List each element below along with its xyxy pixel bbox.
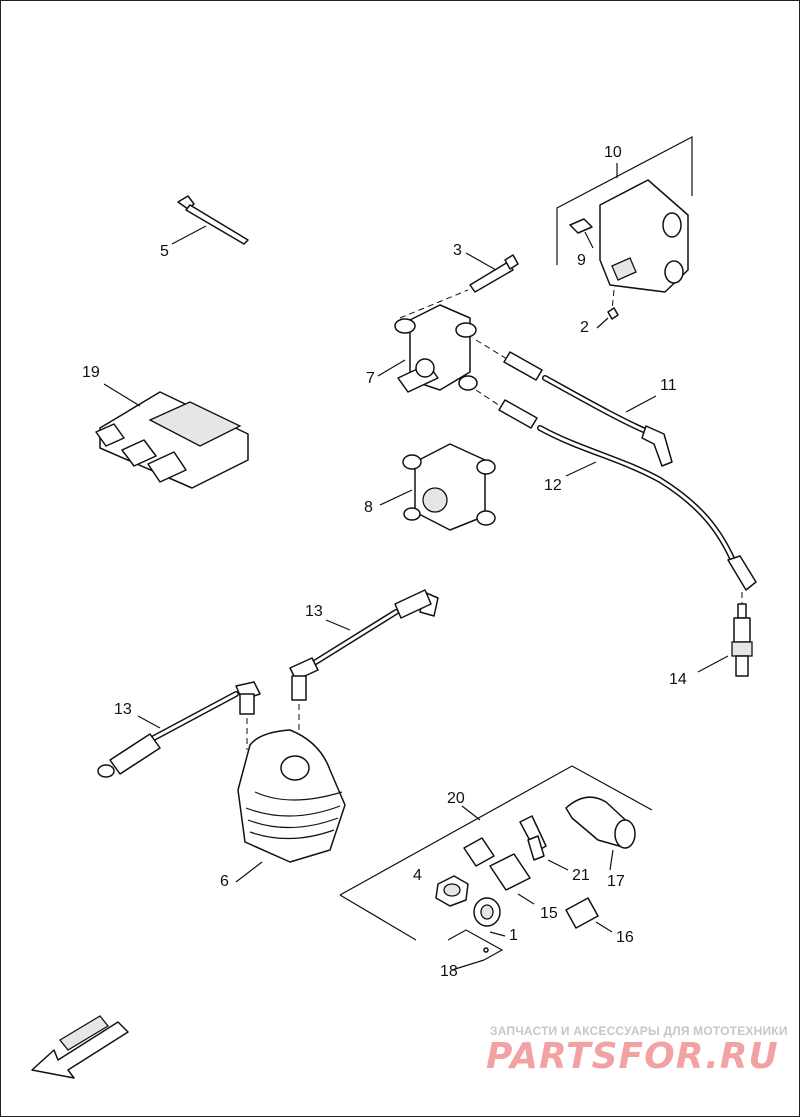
ecm-module-part xyxy=(95,383,249,489)
callout-21: 21 xyxy=(572,867,590,884)
ignition-coil-part-7 xyxy=(377,304,513,411)
ignition-coil-part-8 xyxy=(379,443,496,531)
screw-part xyxy=(399,252,519,319)
callout-19: 19 xyxy=(82,364,100,381)
grommet-part-1 xyxy=(473,897,506,953)
spark-plug-wire-13-upper xyxy=(289,589,439,750)
bracket-part-16 xyxy=(565,897,613,933)
callout-6: 6 xyxy=(220,873,229,890)
callout-8: 8 xyxy=(364,499,373,516)
bracket-18 xyxy=(447,929,504,971)
watermark-tagline: ЗАПЧАСТИ И АКСЕССУАРЫ ДЛЯ МОТОТЕХНИКИ xyxy=(490,1024,788,1038)
sensor-part-17 xyxy=(565,796,636,871)
callout-10: 10 xyxy=(604,144,622,161)
connector-part-21 xyxy=(519,815,569,871)
callout-14: 14 xyxy=(669,671,687,688)
callout-18: 18 xyxy=(440,963,458,980)
callout-16: 16 xyxy=(616,929,634,946)
spark-plug-wire-13-lower xyxy=(97,681,261,778)
front-arrow-icon xyxy=(31,1015,129,1079)
callout-11: 11 xyxy=(660,377,677,394)
spark-plug-wire-11 xyxy=(503,351,673,467)
callout-2: 2 xyxy=(580,319,589,336)
bracket-10 xyxy=(556,136,693,265)
callout-4: 4 xyxy=(413,867,422,884)
callout-20: 20 xyxy=(447,790,465,807)
ignition-coil-cover-part xyxy=(569,179,689,329)
callout-12: 12 xyxy=(544,477,562,494)
callout-7: 7 xyxy=(366,370,375,387)
cable-tie-part xyxy=(171,195,249,245)
connector-part-15 xyxy=(463,837,535,905)
callout-17: 17 xyxy=(607,873,625,890)
watermark-brand-logo: PARTSFOR.RU xyxy=(486,1036,779,1077)
nut-part-4 xyxy=(435,875,469,907)
callout-9: 9 xyxy=(577,252,586,269)
callout-5: 5 xyxy=(160,243,169,260)
kit-bracket-20 xyxy=(339,765,653,941)
callout-1: 1 xyxy=(509,927,518,944)
spark-plug-wire-12 xyxy=(498,399,757,604)
callout-13-upper: 13 xyxy=(305,603,323,620)
callout-3: 3 xyxy=(453,242,462,259)
spark-plug-part xyxy=(697,603,753,677)
callout-15: 15 xyxy=(540,905,558,922)
callout-13-lower: 13 xyxy=(114,701,132,718)
ignition-coil-part-6 xyxy=(235,729,346,883)
